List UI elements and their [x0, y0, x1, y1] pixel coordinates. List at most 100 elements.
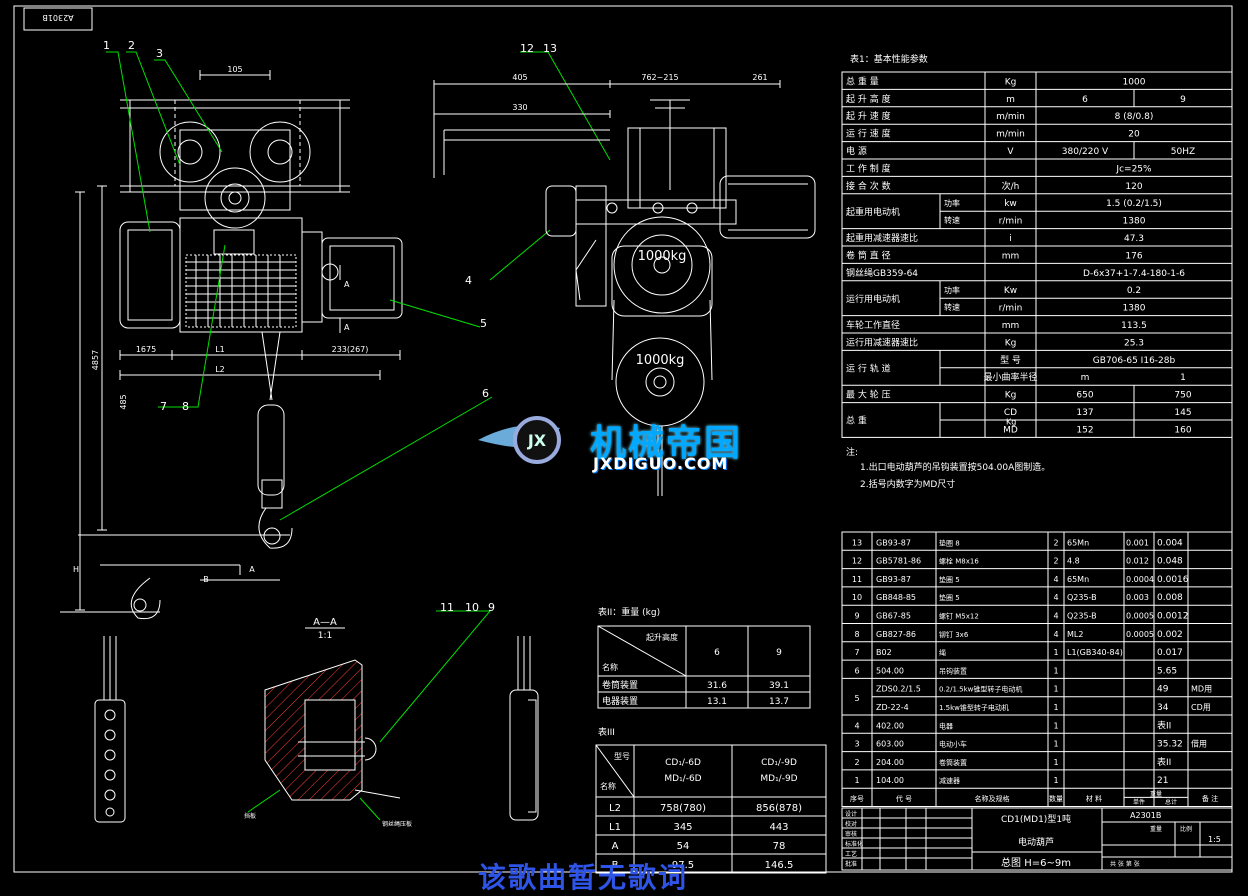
- drum-label-2: 1000kg: [636, 353, 685, 368]
- part-code: GB827-86: [876, 630, 916, 639]
- part-no: 2: [854, 758, 859, 767]
- part-name: 绳: [939, 648, 946, 657]
- part-material: 4.8: [1067, 557, 1080, 566]
- perf-unit: Kg: [1005, 338, 1017, 348]
- part-name: 1.5kw锥型转子电动机: [939, 703, 1009, 712]
- dim-762: 762~215: [641, 73, 678, 82]
- size-value: 97.5: [672, 860, 694, 871]
- part-no: 1: [854, 776, 859, 785]
- part-name: 螺栓 M8x16: [939, 557, 979, 566]
- side-view: [433, 80, 816, 496]
- part-unit-weight: 0.0004: [1126, 575, 1154, 584]
- callout-8: 8: [182, 400, 189, 413]
- section-label-right: 钢丝绳压板: [382, 820, 412, 828]
- part-code: ZDS0.2/1.5: [876, 685, 921, 694]
- part-name: 铆钉 3x6: [939, 630, 969, 639]
- perf-sub-power: 功率: [944, 285, 960, 295]
- perf-value: 650: [1076, 391, 1093, 401]
- perf-value: 152: [1076, 425, 1093, 435]
- part-code: GB93-87: [876, 538, 911, 547]
- part-total-weight: 表II: [1157, 719, 1171, 731]
- dim-233: 233(267): [332, 345, 369, 354]
- watermark-cn: 机械帝国: [590, 423, 743, 464]
- part-name: 垫圈 8: [939, 538, 960, 547]
- perf-sub-speed: 转速: [944, 215, 960, 225]
- part-material: 65Mn: [1067, 538, 1089, 547]
- parts-header: 备 注: [1202, 794, 1218, 803]
- parts-header: 名称及规格: [975, 794, 1010, 803]
- part-name: 电动小车: [939, 740, 967, 749]
- perf-unit: i: [1009, 234, 1012, 244]
- weight-table-caption: 表II：重量 (kg): [598, 606, 660, 618]
- part-total-weight: 5.65: [1157, 666, 1177, 676]
- front-view: [60, 70, 403, 620]
- drawing-code: A2301B: [1130, 811, 1161, 820]
- part-code: GB848-85: [876, 593, 916, 602]
- callout-12: 12: [520, 42, 534, 55]
- sign-row-6: 批准: [845, 860, 857, 868]
- part-code: 402.00: [876, 721, 904, 730]
- perf-value: Jc=25%: [1115, 164, 1152, 174]
- perf-unit: r/min: [999, 217, 1023, 227]
- perf-value-2: 160: [1174, 425, 1191, 435]
- dim-a: A: [249, 565, 255, 574]
- part-code: 504.00: [876, 666, 904, 675]
- perf-unit: Kw: [1004, 286, 1017, 296]
- part-code: 603.00: [876, 740, 904, 749]
- perf-value: 1380: [1123, 217, 1146, 227]
- part-qty: 4: [1053, 593, 1058, 602]
- parts-header: 重量: [1150, 790, 1162, 798]
- perf-sub-speed: 转速: [944, 302, 960, 312]
- part-name: 垫圈 5: [939, 593, 960, 602]
- part-qty: 1: [1053, 648, 1058, 657]
- drawing-name: 总图 H=6~9m: [1001, 856, 1071, 869]
- part-qty: 1: [1053, 685, 1058, 694]
- size-table-caption: 表III: [598, 726, 615, 738]
- perf-unit: CD: [1004, 408, 1017, 418]
- perf-label: 最 大 轮 压: [846, 389, 891, 401]
- notes-title: 注:: [846, 446, 858, 458]
- part-qty: 1: [1053, 740, 1058, 749]
- perf-value-2: 50HZ: [1171, 147, 1195, 157]
- size-model: MD₁/-9D: [760, 774, 797, 784]
- perf-value: 25.3: [1124, 338, 1144, 348]
- note-line-1: 1.出口电动葫芦的吊钩装置按504.00A图制造。: [860, 461, 1050, 473]
- weight-value: 31.6: [707, 681, 727, 691]
- part-qty: 2: [1053, 538, 1058, 547]
- perf-unit: 次/h: [1002, 180, 1020, 192]
- part-code: GB67-85: [876, 612, 911, 621]
- perf-value-2: 9: [1180, 95, 1186, 105]
- scale-value: 1:5: [1208, 835, 1221, 844]
- size-value: 54: [677, 841, 690, 852]
- weight-label-tb: 重量: [1150, 825, 1162, 833]
- weight-row-label: 电器装置: [602, 695, 638, 707]
- perf-label: 总 重 量: [846, 75, 879, 87]
- perf-unit: m: [1006, 95, 1015, 105]
- perf-value: 113.5: [1121, 321, 1147, 331]
- part-code: B02: [876, 648, 892, 657]
- section-mark-a-bottom: A: [344, 323, 350, 332]
- perf-label: 接 合 次 数: [846, 180, 891, 192]
- parts-header: 数量: [1049, 794, 1063, 803]
- section-a-a: A—A 1:1 挡板 钢丝绳压板: [244, 617, 412, 828]
- perf-value: 6: [1082, 95, 1088, 105]
- perf-value: GB706-65 I16-28b: [1093, 356, 1176, 366]
- part-remark: CD用: [1191, 703, 1211, 712]
- part-qty: 4: [1053, 612, 1058, 621]
- callout-3: 3: [156, 47, 163, 60]
- callout-11: 11: [440, 601, 454, 614]
- part-name: 垫圈 5: [939, 575, 960, 584]
- sign-row-3: 审核: [845, 830, 857, 838]
- part-name: 0.2/1.5kw锥型转子电动机: [939, 685, 1022, 694]
- sign-row-2: 校对: [845, 820, 857, 828]
- part-unit-weight: 0.0005: [1126, 630, 1154, 639]
- perf-unit: 最小曲率半径: [983, 371, 1037, 383]
- perf-value-2: 145: [1174, 408, 1191, 418]
- weight-head-top: 起升高度: [646, 632, 678, 642]
- part-total-weight: 0.017: [1157, 648, 1183, 658]
- part-name: 卷筒装置: [939, 758, 967, 767]
- part-no: 5: [854, 694, 859, 703]
- part-qty: 1: [1053, 721, 1058, 730]
